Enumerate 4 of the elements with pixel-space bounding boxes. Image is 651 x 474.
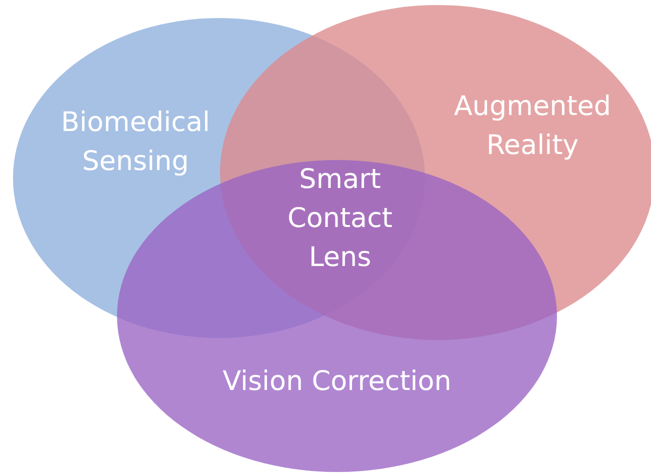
circle-label: Biomedical Sensing bbox=[60, 106, 211, 180]
center-label: Smart Contact Lens bbox=[286, 163, 394, 276]
circle-label: Vision Correction bbox=[222, 365, 452, 399]
circle-label: Augmented Reality bbox=[452, 90, 612, 164]
